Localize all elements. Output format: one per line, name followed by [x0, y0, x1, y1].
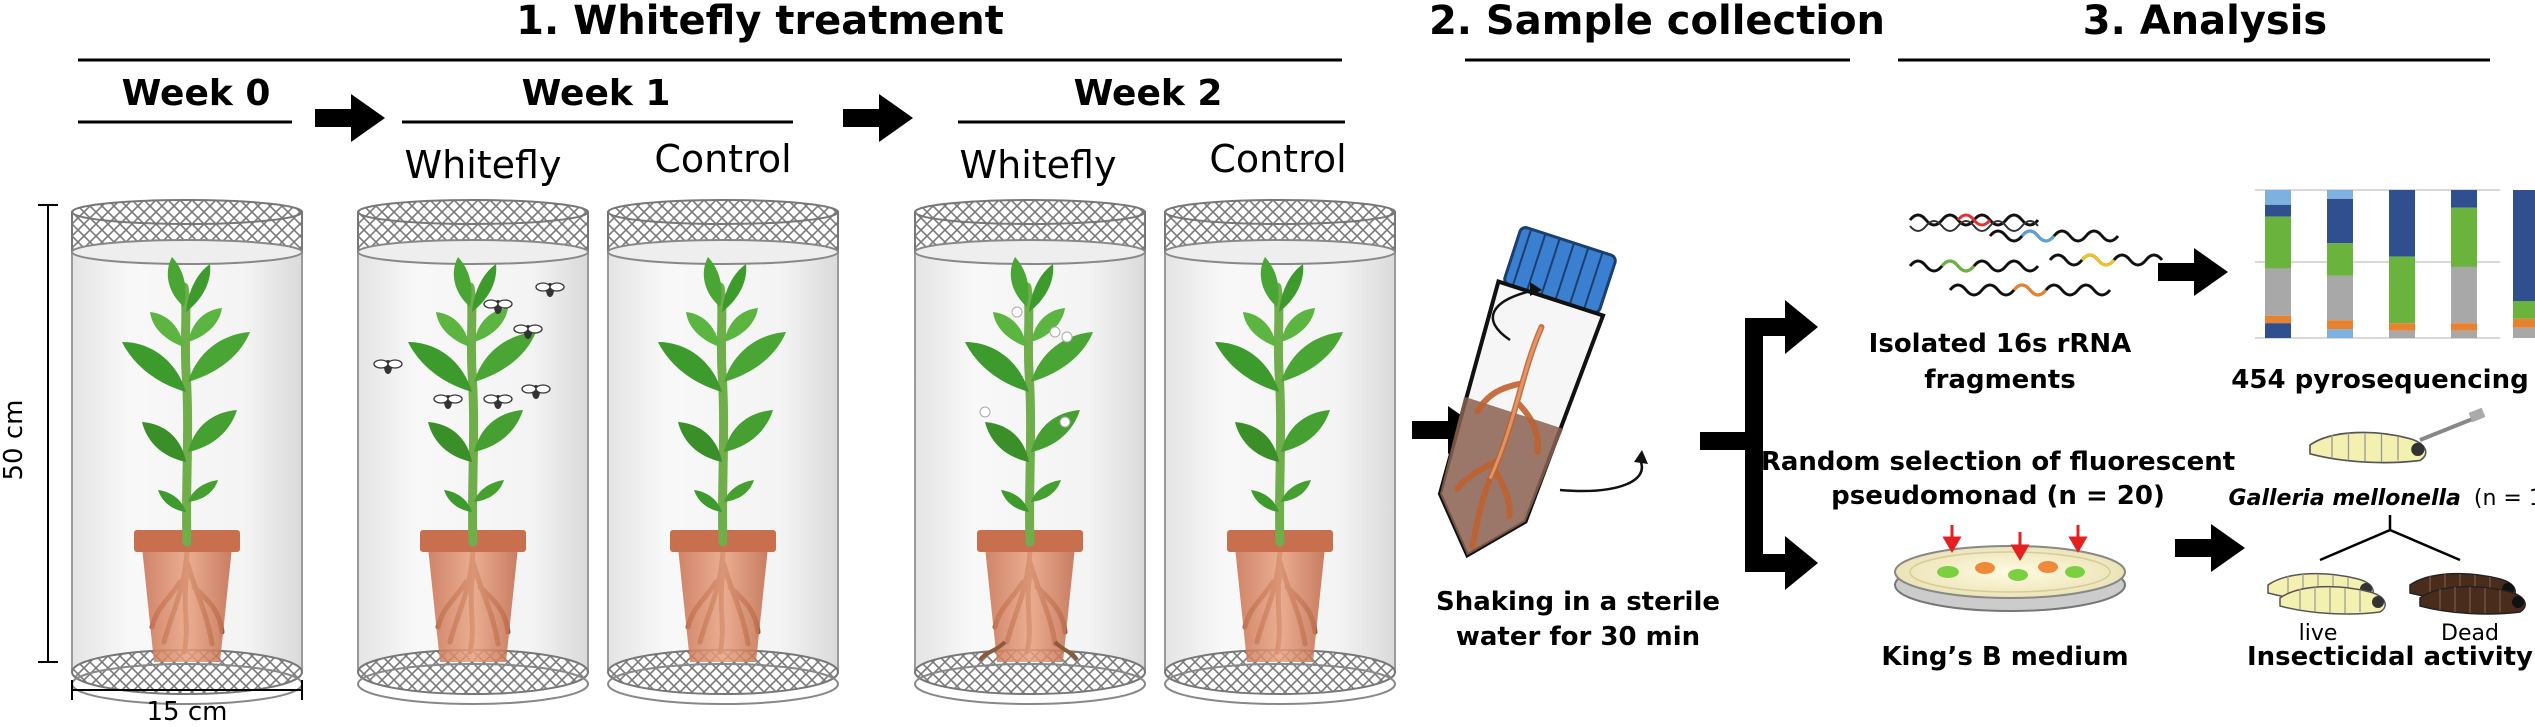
bar-1-segment-2 [2265, 204, 2291, 217]
bar-1-segment-1 [2265, 190, 2291, 205]
bar-3-segment-1 [2389, 190, 2415, 257]
week-label-1: Week 1 [522, 73, 671, 114]
week-label-0: Week 0 [122, 73, 271, 114]
section-title-treatment: 1. Whitefly treatment [516, 0, 1004, 44]
insecticidal-caption: Insecticidal activity [2247, 642, 2533, 672]
pyrosequencing-chart [2255, 189, 2535, 339]
group-label-week1-control: Control [654, 137, 791, 181]
pyrosequencing-caption: 454 pyrosequencing [2231, 365, 2528, 395]
random-selection-line2: pseudomonad (n = 20) [1831, 481, 2165, 511]
bar-5-segment-2 [2513, 301, 2535, 319]
height-label: 50 cm [0, 400, 29, 481]
group-label-week1-whitefly: Whitefly [405, 143, 562, 187]
bar-4-segment-2 [2451, 207, 2477, 267]
galleria-branches [2319, 515, 2461, 562]
cage-week2-control [1164, 199, 1396, 705]
rrna-fragments [1908, 213, 2164, 297]
bar-2-segment-6 [2327, 329, 2353, 338]
bar-3-segment-3 [2389, 323, 2415, 331]
medium-caption: King’s B medium [1881, 642, 2128, 672]
bar-1-segment-4 [2265, 268, 2291, 316]
arrow-to-insecticidal [2175, 524, 2245, 572]
branch-arrow [1700, 300, 1818, 590]
arrow-week0-to-week1 [315, 94, 385, 142]
bar-2-segment-1 [2327, 190, 2353, 199]
group-label-week2-control: Control [1209, 137, 1346, 181]
random-selection-line1: Random selection of fluorescent [1761, 447, 2235, 477]
section-title-analysis: 3. Analysis [2083, 0, 2328, 44]
red-arrow-icon [2068, 525, 2088, 553]
larvae-live [2267, 572, 2386, 615]
bar-4-segment-5 [2451, 330, 2477, 338]
bar-5-segment-3 [2513, 318, 2535, 328]
collection-caption-line1: Shaking in a sterile [1436, 587, 1720, 617]
section-title-collection: 2. Sample collection [1429, 0, 1885, 44]
larva-top [2309, 431, 2427, 464]
cage-week2-whitefly [914, 199, 1146, 705]
galleria-name: Galleria mellonella [2229, 486, 2461, 511]
petri-dish [1894, 525, 2126, 612]
tube [1437, 226, 1617, 559]
bar-4-segment-3 [2451, 266, 2477, 324]
cage-week1-whitefly [357, 199, 589, 705]
group-label-week2-whitefly: Whitefly [960, 143, 1117, 187]
bar-1-segment-6 [2265, 323, 2291, 338]
rrna-caption-line2: fragments [1924, 365, 2075, 395]
cage-week1-control [607, 199, 839, 705]
live-label: live [2299, 621, 2338, 646]
cage-week0 [71, 199, 303, 705]
arrow-to-pyrosequencing [2158, 248, 2228, 296]
arrow-week1-to-week2 [843, 94, 913, 142]
larvae-dead [2409, 572, 2526, 615]
week-label-2: Week 2 [1074, 73, 1223, 114]
bar-1-segment-3 [2265, 216, 2291, 269]
bar-5-segment-4 [2513, 327, 2535, 338]
collection-caption-line2: water for 30 min [1456, 622, 1700, 652]
bar-1-segment-5 [2265, 315, 2291, 324]
bar-4-segment-1 [2451, 190, 2477, 208]
bar-2-segment-5 [2327, 320, 2353, 330]
bar-2-segment-3 [2327, 243, 2353, 276]
shake-arrow-lower [1559, 459, 1643, 493]
red-arrow-icon [2010, 532, 2030, 561]
bar-2-segment-4 [2327, 275, 2353, 321]
bar-3-segment-2 [2389, 256, 2415, 324]
bar-4-segment-4 [2451, 323, 2477, 331]
bar-2-segment-2 [2327, 198, 2353, 244]
red-arrow-icon [1942, 525, 1962, 553]
width-label: 15 cm [147, 697, 228, 727]
galleria-n: (n = 10) [2474, 486, 2535, 511]
galleria-label: Galleria mellonella (n = 10) [2229, 486, 2535, 511]
shake-arrow-upper [1491, 288, 1536, 342]
syringe-icon [2419, 416, 2476, 442]
bar-5-segment-1 [2513, 190, 2535, 301]
bar-3-segment-4 [2389, 330, 2415, 338]
height-dimension: 50 cm [0, 204, 58, 663]
width-dimension: 15 cm [71, 680, 303, 727]
rrna-caption-line1: Isolated 16s rRNA [1869, 329, 2132, 359]
dead-label: Dead [2441, 621, 2499, 646]
